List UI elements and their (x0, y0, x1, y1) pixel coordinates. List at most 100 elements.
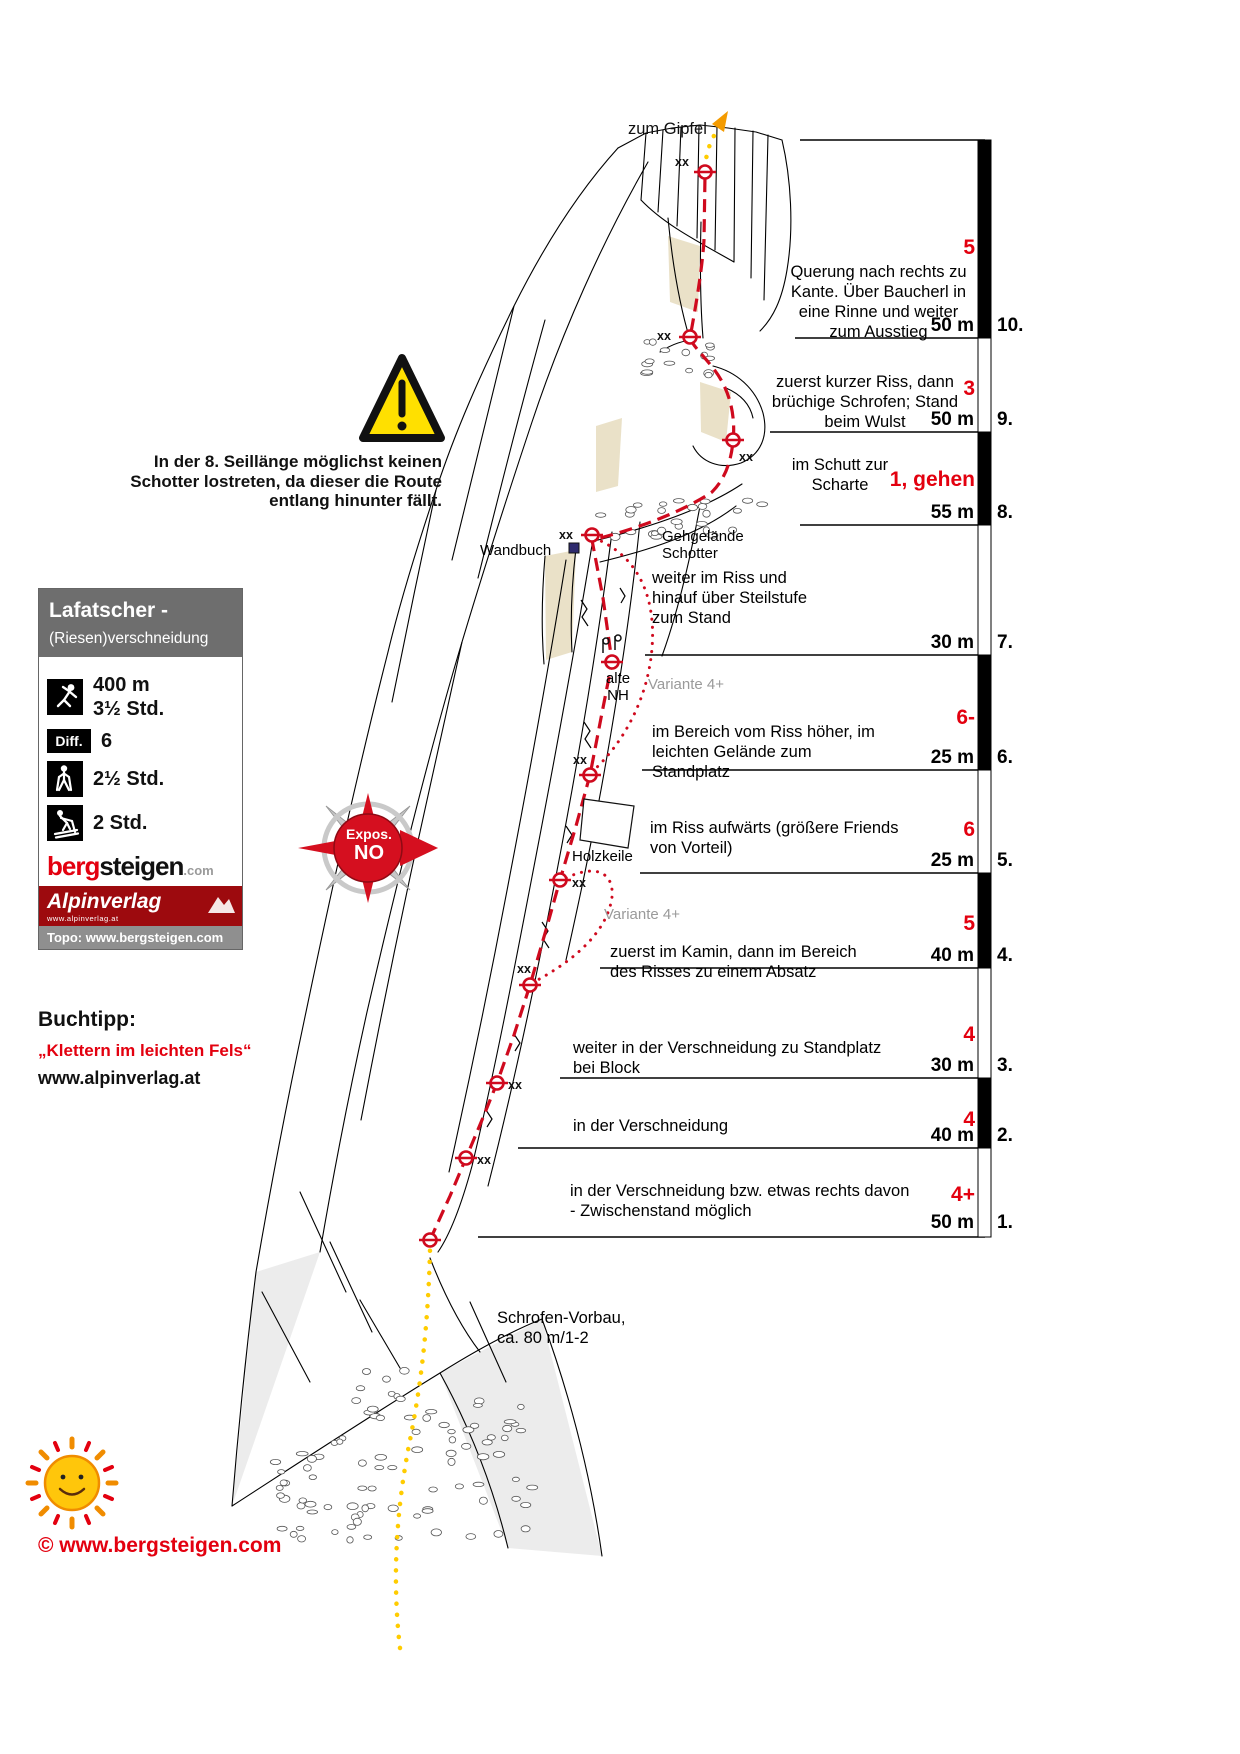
pitch-6-length: 25 m (930, 747, 974, 768)
pitch-5-description: im Riss aufwärts (größere Friends von Vo… (650, 819, 899, 857)
logo-com: .com (183, 863, 214, 878)
approach-row: 2½ Std. (47, 761, 234, 797)
pitch-10-description: Querung nach rechts zu Kante. Über Bauch… (790, 263, 967, 341)
foreground-shading (232, 1252, 602, 1556)
pitch-9-grade: 3 (963, 377, 975, 400)
pitch-8-length: 55 m (930, 502, 974, 523)
infobox-header: Lafatscher - (Riesen)verschneidung (39, 589, 242, 657)
publisher-name: Alpinverlag (47, 890, 162, 913)
pitch-10-grade: 5 (963, 236, 975, 259)
booktip-url: www.alpinverlag.at (38, 1068, 201, 1088)
logo-steigen: steigen (99, 851, 184, 881)
pitch-3-description: weiter in der Verschneidung zu Standplat… (573, 1039, 882, 1077)
wandbuch-label: Wandbuch (480, 542, 552, 559)
pitch-2-number: 2. (997, 1125, 1013, 1146)
pitch-1-length: 50 m (930, 1212, 974, 1233)
pitch-7-description: weiter im Riss und hinauf über Steilstuf… (652, 569, 808, 627)
hiking-icon (47, 761, 83, 797)
route-length-value: 400 m (93, 674, 150, 696)
pitch-5-length: 25 m (930, 850, 974, 871)
pitch-8-grade: 1, gehen (889, 468, 975, 491)
descent-row: 2 Std. (47, 805, 234, 841)
svg-text:xx: xx (559, 528, 573, 542)
route-infobox: Lafatscher - (Riesen)verschneidung 400 m… (38, 588, 243, 950)
climbing-icon (47, 679, 83, 715)
pitch-5-number: 5. (997, 850, 1013, 871)
pitch-5-grade: 6 (963, 818, 975, 841)
pitch-4-length: 40 m (930, 945, 974, 966)
holzkeile-label: Holzkeile (572, 848, 633, 865)
gehgelaende-label: Gehgelände Schotter (662, 528, 744, 562)
pitch-4-grade: 5 (963, 912, 975, 935)
compass-label: Expos. NO (330, 826, 408, 865)
compass-rose-icon (298, 793, 438, 903)
mountain-icon (208, 897, 235, 913)
pitch-8-number: 8. (997, 502, 1013, 523)
pitch-2-description: in der Verschneidung (573, 1117, 729, 1135)
summit-label: zum Gipfel (628, 120, 707, 138)
pitch-1-grade: 4+ (951, 1183, 975, 1206)
pitch-2-length: 40 m (930, 1125, 974, 1146)
pitch-8-description: im Schutt zur Scharte (791, 456, 889, 494)
pitch-1-description: in der Verschneidung bzw. etwas rechts d… (570, 1182, 910, 1220)
compass-direction: NO (354, 842, 384, 864)
pitch-2-grade: 4 (963, 1108, 975, 1131)
pitch-6-grade: 6- (956, 706, 975, 729)
booktip: Buchtipp: „Klettern im leichten Fels“ ww… (38, 1008, 338, 1089)
pitch-10-length: 50 m (930, 315, 974, 336)
pitch-6-description: im Bereich vom Riss höher, im leichten G… (652, 723, 875, 781)
scree-fields (269, 338, 769, 1544)
infobox-body: 400 m 3½ Std. Diff. 6 2½ Std. (39, 657, 242, 949)
warning-text: In der 8. Seillänge möglichst keinen Sch… (130, 452, 442, 510)
pitch-lines (478, 139, 985, 1238)
summit-arrow-icon (712, 111, 728, 132)
svg-text:xx: xx (573, 753, 587, 767)
svg-text:xx: xx (477, 1153, 491, 1167)
climb-time-value: 3½ Std. (93, 698, 165, 720)
bergsteigen-logo: bergsteigen.com (47, 851, 234, 882)
difficulty-label: Diff. (47, 729, 91, 753)
warning-triangle-icon (359, 354, 445, 442)
pitch-9-number: 9. (997, 409, 1013, 430)
difficulty-row: Diff. 6 (47, 729, 234, 753)
svg-text:xx: xx (739, 450, 753, 464)
publisher-url: www.alpinverlag.at (47, 914, 119, 923)
wandbuch-marker (568, 542, 580, 554)
scale-bar (977, 139, 992, 1238)
svg-text:xx: xx (508, 1078, 522, 1092)
pitch-6-number: 6. (997, 747, 1013, 768)
svg-text:xx: xx (517, 962, 531, 976)
pitch-9-length: 50 m (930, 409, 974, 430)
piton-icons (602, 634, 622, 653)
booktip-title: „Klettern im leichten Fels“ (38, 1041, 252, 1060)
ski-descent-icon (47, 805, 83, 841)
rock-face (231, 124, 792, 1557)
copyright: © www.bergsteigen.com (38, 1534, 282, 1557)
logo-berg: berg (47, 851, 100, 881)
svg-text:xx: xx (675, 155, 689, 169)
descent-time-value: 2 Std. (93, 811, 148, 834)
rock-shading (545, 236, 731, 660)
pitch-9-description: zuerst kurzer Riss, dann brüchige Schrof… (771, 373, 959, 431)
pitch-3-grade: 4 (963, 1023, 975, 1046)
topo-credit: Topo: www.bergsteigen.com (39, 926, 242, 949)
alte-nh-label: alte NH (605, 670, 631, 704)
pitch-3-number: 3. (997, 1055, 1013, 1076)
variant-paths (530, 536, 655, 985)
pitch-10-number: 10. (997, 315, 1024, 336)
pitch-7-number: 7. (997, 632, 1013, 653)
svg-text:xx: xx (657, 329, 671, 343)
pitch-7-length: 30 m (930, 632, 974, 653)
route-title: Lafatscher - (49, 599, 169, 622)
approach-path (393, 125, 722, 1651)
pitch-4-number: 4. (997, 945, 1013, 966)
compass-exposure-label: Expos. (346, 826, 392, 842)
svg-text:xx: xx (572, 876, 586, 890)
variante-upper-label: Variante 4+ (648, 676, 725, 693)
alpinverlag-logo: Alpinverlag www.alpinverlag.at (39, 886, 242, 926)
holzkeile-block (579, 798, 635, 849)
booktip-heading: Buchtipp: (38, 1008, 136, 1031)
vorbau-label: Schrofen-Vorbau, ca. 80 m/1-2 (497, 1309, 626, 1347)
